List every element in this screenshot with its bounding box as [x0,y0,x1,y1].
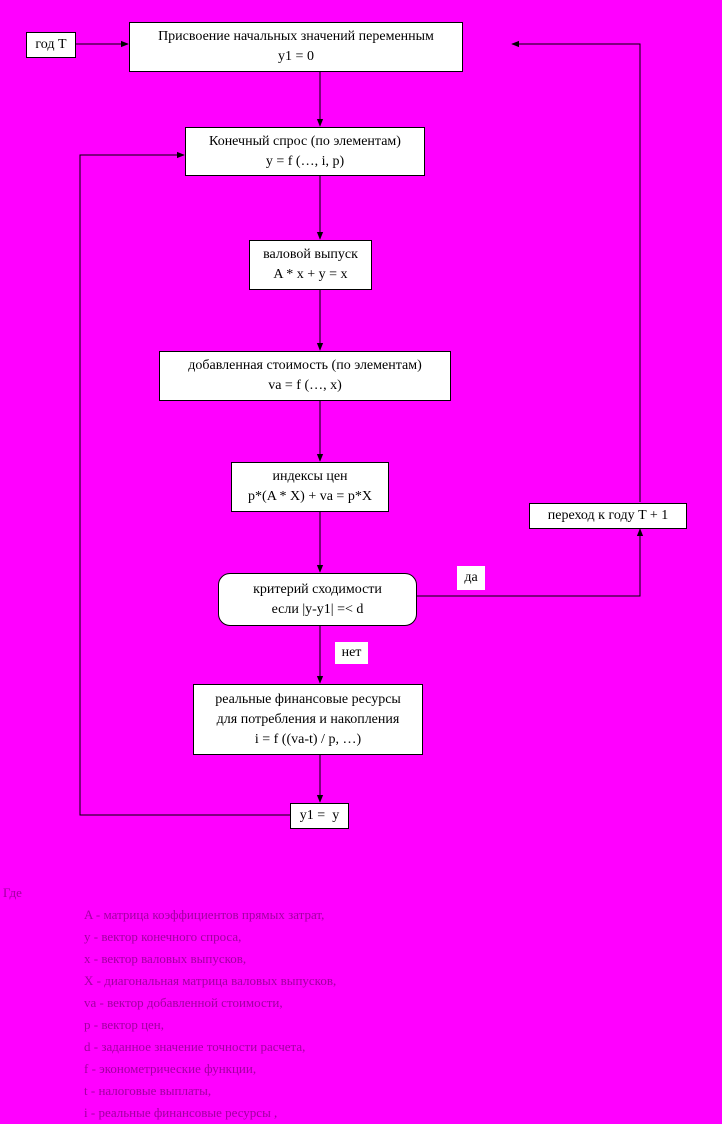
block-financial-resources-line3: i = f ((va-t) / p, …) [254,731,362,747]
block-final-demand-line2: y = f (…, i, p) [265,153,345,169]
block-value-added-line1: добавленная стоимость (по элементам) [188,358,422,373]
block-final-demand: Конечный спрос (по элементам) y = f (…, … [185,127,425,176]
block-assign-y1: y1 = y [290,803,349,829]
legend-where: Где [3,885,22,900]
block-value-added-line2: va = f (…, x) [268,378,342,393]
block-gross-output: валовой выпуск A * x + y = x [249,240,372,290]
block-init: Присвоение начальных значений переменным… [129,22,463,72]
block-price-indices-line2: p*(A * X) + va = p*X [248,489,372,504]
block-gross-output-line2: A * x + y = x [273,267,348,282]
legend-item: p - вектор цен, [84,1017,164,1032]
legend-item: t - налоговые выплаты, [84,1083,212,1098]
legend-list: A - матрица коэффициентов прямых затрат,… [84,904,336,1124]
block-convergence-criterion: критерий сходимости если |y-y1| =< d [218,573,417,626]
block-init-line2: y1 = 0 [278,49,314,64]
block-financial-resources-line1: реальные финансовые ресурсы [215,691,401,707]
edge-label-yes: да [457,566,485,590]
block-convergence-criterion-line2: если |y-y1| =< d [271,601,364,617]
legend-item: d - заданное значение точности расчета, [84,1039,306,1054]
legend-item: x - вектор валовых выпусков, [84,951,247,966]
block-price-indices: индексы цен p*(A * X) + va = p*X [231,462,389,512]
block-next-year: переход к году T + 1 [529,503,687,529]
block-final-demand-line1: Конечный спрос (по элементам) [209,133,401,149]
block-convergence-criterion-line1: критерий сходимости [253,581,382,597]
block-price-indices-line1: индексы цен [272,469,348,484]
edge-label-no: нет [335,642,368,664]
legend-item: va - вектор добавленной стоимости, [84,995,283,1010]
edge-criterion-to-next-year [417,528,644,597]
legend-item: X - диагональная матрица валовых выпуско… [84,973,337,988]
flowchart-connectors [75,40,644,816]
block-next-year-line1: переход к году T + 1 [547,508,669,523]
input-year-t: год T [26,32,76,58]
edge-next-year-to-init [511,40,641,502]
block-financial-resources: реальные финансовые ресурсы для потребле… [193,684,423,755]
legend-item: y - вектор конечного спроса, [84,929,242,944]
legend-item: f - эконометрические функции, [84,1061,257,1076]
legend-item: i - реальные финансовые ресурсы , [84,1105,278,1120]
block-assign-y1-line1: y1 = y [299,808,340,823]
input-year-t-label: год T [35,37,67,52]
block-init-line1: Присвоение начальных значений переменным [158,29,434,44]
block-value-added: добавленная стоимость (по элементам) va … [159,351,451,401]
edge-assign-loop-to-demand [79,151,290,816]
block-gross-output-line1: валовой выпуск [263,247,358,262]
block-financial-resources-line2: для потребления и накопления [216,711,400,727]
legend-item: A - матрица коэффициентов прямых затрат, [84,907,325,922]
